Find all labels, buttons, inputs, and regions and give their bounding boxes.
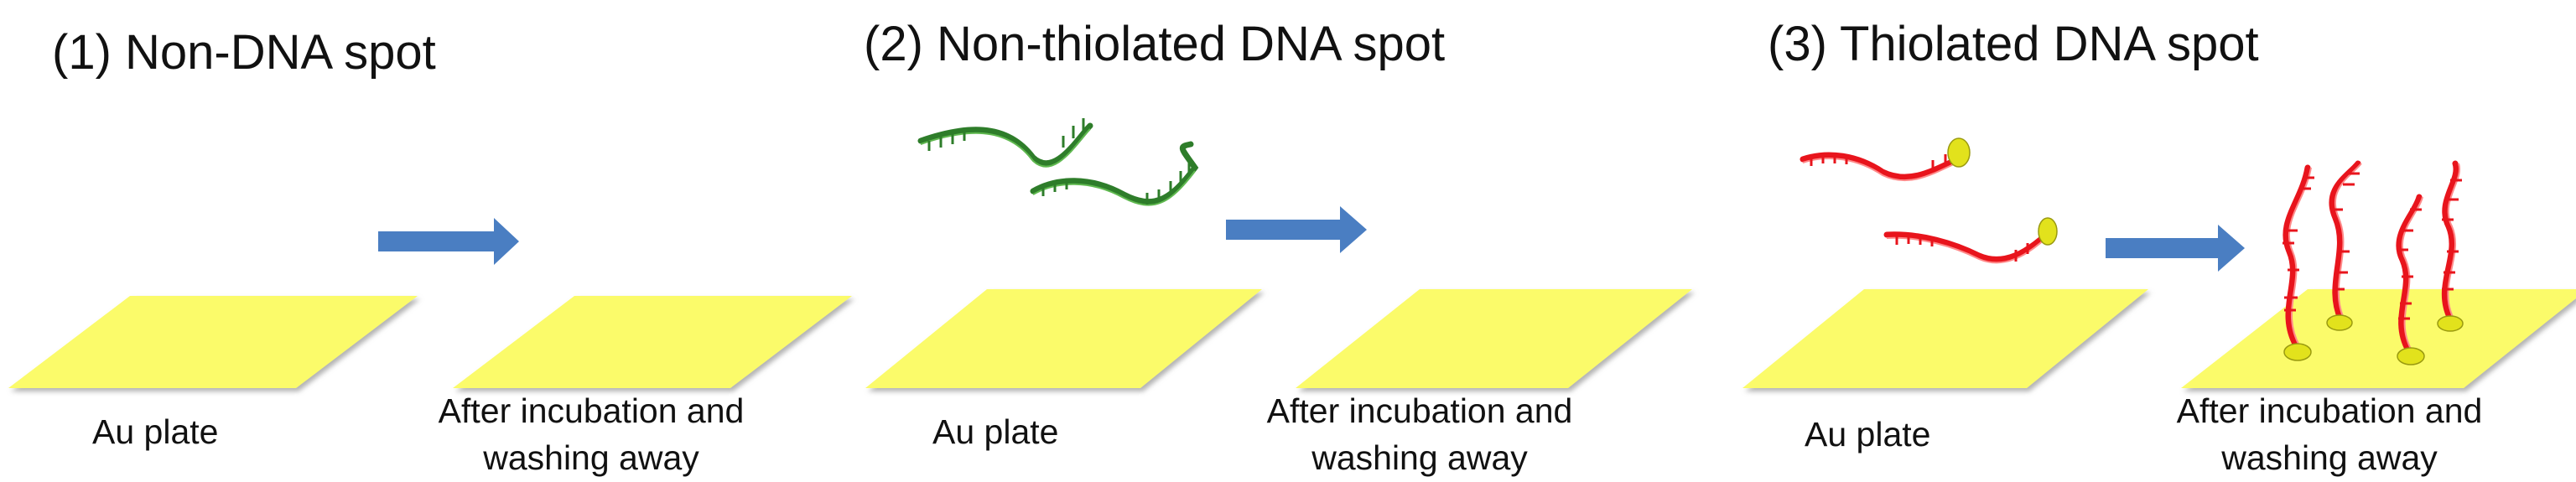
panel-2-title: (2) Non-thiolated DNA spot [864, 17, 1446, 71]
gold-plate-icon [1296, 289, 1692, 388]
dna-strand-icon [2283, 164, 2314, 349]
gold-plate-icon [453, 296, 852, 388]
dna-strand-icon [1883, 231, 2049, 264]
gold-plate-icon [865, 289, 1262, 388]
thiol-group-icon [2326, 314, 2353, 331]
panel-2-after-line1: After incubation and [1266, 391, 1573, 430]
dna-strand-icon [1030, 141, 1199, 206]
thiol-group-icon [2283, 343, 2312, 361]
panel-1-title: (1) Non-DNA spot [52, 25, 436, 80]
panel-3-title: (3) Thiolated DNA spot [1768, 17, 2259, 71]
gold-plate-icon [8, 296, 418, 388]
panel-1-after-line1: After incubation and [438, 391, 745, 430]
dna-strand-icon [2329, 160, 2362, 324]
right-arrow-icon [1226, 206, 1367, 253]
gold-plate-icon [2181, 289, 2576, 388]
right-arrow-icon [378, 218, 519, 265]
dna-strand-icon [2396, 194, 2423, 354]
dna-strand-icon [917, 118, 1093, 168]
gold-plate-icon [1742, 289, 2148, 388]
thiol-group-icon [2038, 217, 2058, 246]
panel-3-plate-label: Au plate [1805, 415, 1931, 453]
panel-3-after-label: After incubation and washing away [2162, 387, 2497, 481]
dna-strand-icon [2441, 160, 2462, 322]
dna-strand-icon [1800, 152, 1970, 182]
panel-1-after-line2: washing away [483, 438, 699, 477]
panel-3-after-line2: washing away [2221, 438, 2438, 477]
thiol-group-icon [2397, 347, 2425, 365]
panel-1-plate-label: Au plate [92, 412, 219, 451]
panel-2-after-line2: washing away [1311, 438, 1528, 477]
panel-2-after-label: After incubation and washing away [1252, 387, 1587, 481]
panel-1-after-label: After incubation and washing away [423, 387, 759, 481]
thiol-group-icon [1947, 137, 1971, 168]
right-arrow-icon [2106, 225, 2245, 272]
panel-2-plate-label: Au plate [932, 412, 1059, 451]
panel-3-after-line1: After incubation and [2176, 391, 2483, 430]
thiol-group-icon [2437, 315, 2464, 332]
